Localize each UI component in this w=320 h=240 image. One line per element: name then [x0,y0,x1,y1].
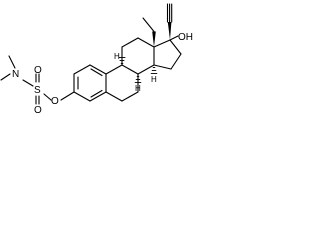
hydroxyl-group: OH [169,32,193,43]
stereo-h-8-label: H [135,84,141,93]
sulfamate-group: O S O O N [0,55,75,116]
stereo-h-14-label: H [151,75,157,84]
nitrogen-label: N [12,69,19,80]
ring-d [153,39,182,70]
stereo-h-9: H [114,52,126,64]
ring-a-aromatic [73,64,107,102]
stereo-h-14: H [150,67,158,84]
stereo-h-8: H [134,76,142,93]
sulfur-label: S [34,85,41,96]
sulfonyl-oxygen-bottom-label: O [34,105,42,116]
chemical-structure-diagram: OH H H H O S O [0,3,193,116]
ethynyl-group [166,3,173,40]
ring-b [105,64,139,102]
ring-c [121,37,155,75]
stereo-h-9-label: H [114,52,120,61]
sulfonyl-oxygen-top-label: O [34,65,42,76]
ethyl-group [142,17,156,47]
hydroxyl-label: OH [178,32,193,43]
ester-oxygen-label: O [51,96,59,107]
